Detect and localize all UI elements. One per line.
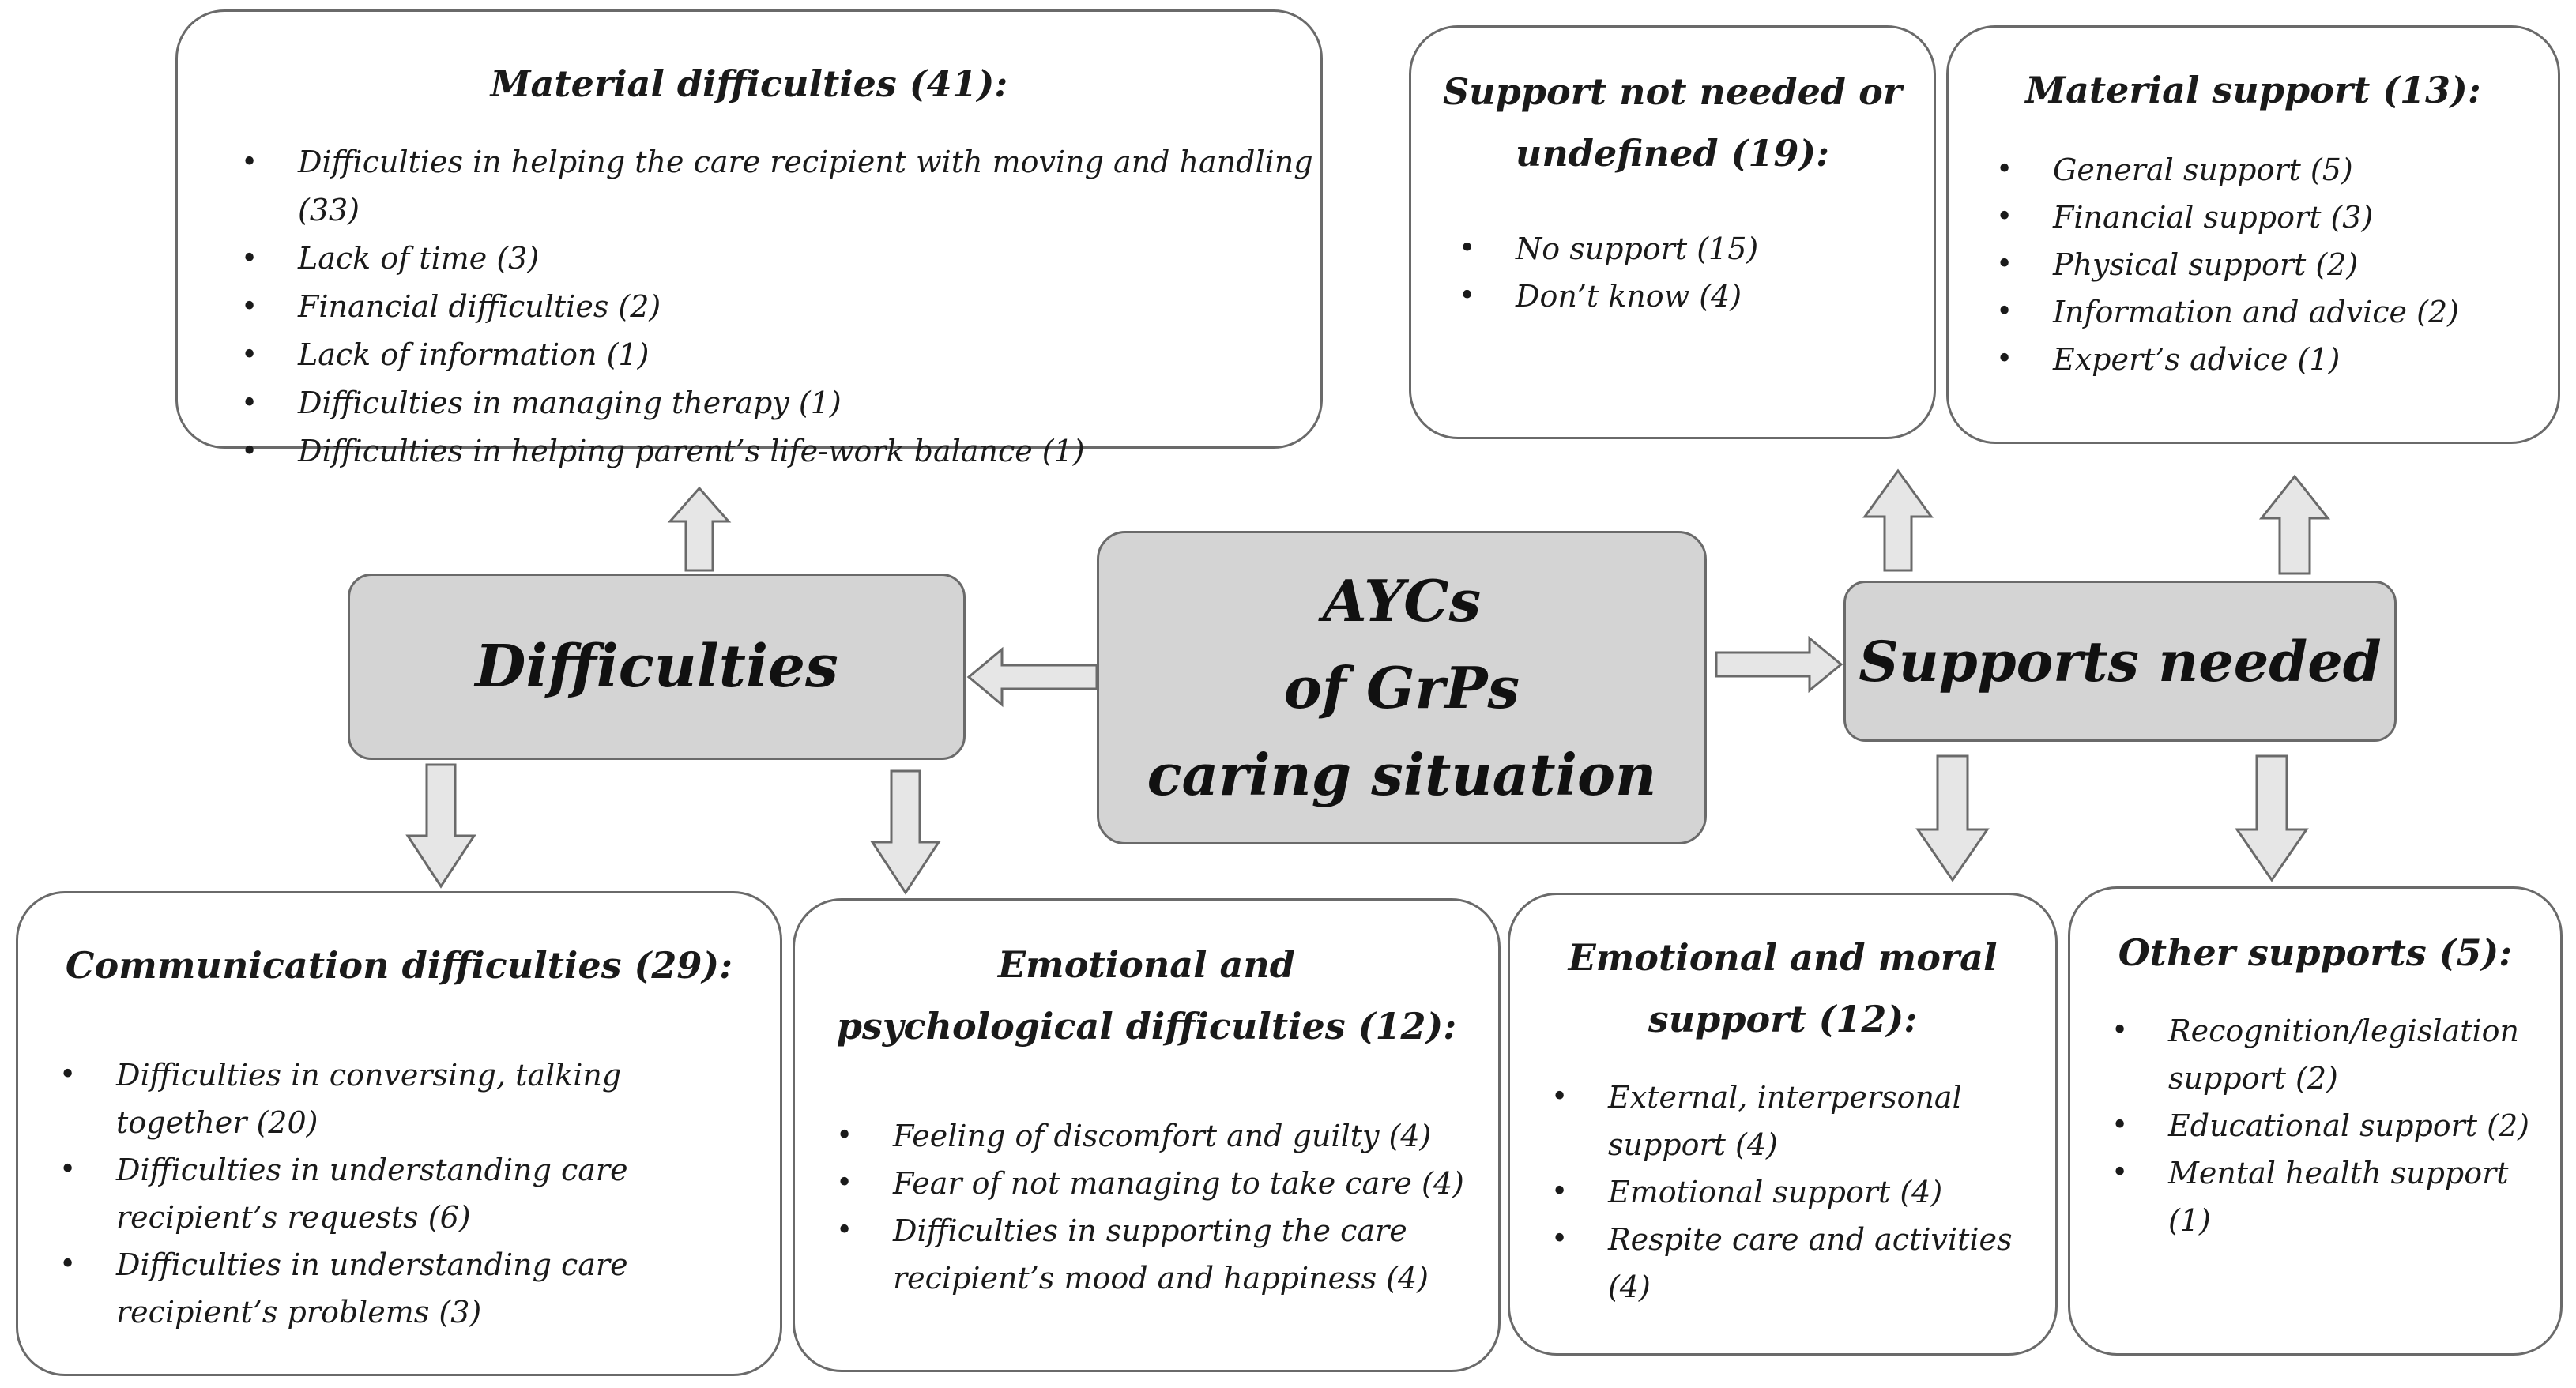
list-item: Don’t know (4) — [1459, 273, 1925, 320]
arrow-down-other-supports — [2235, 754, 2309, 882]
support-not-needed-list: No support (15) Don’t know (4) — [1459, 225, 1925, 320]
material-difficulties-box: Material difficulties (41): Difficulties… — [175, 9, 1323, 476]
arrow-left-to-difficulties — [966, 646, 1098, 708]
other-supports-title: Other supports (5): — [2118, 931, 2513, 974]
supports-needed-node: Supports needed — [1843, 581, 2397, 742]
list-item: External, interpersonal support (4) — [1551, 1074, 2049, 1168]
list-item: Educational support (2) — [2111, 1102, 2554, 1149]
difficulties-label: Difficulties — [475, 633, 838, 701]
list-item: Feeling of discomfort and guilty (4) — [836, 1112, 1484, 1160]
material-support-list: General support (5) Financial support (3… — [1996, 146, 2549, 383]
communication-difficulties-list: Difficulties in conversing, talking toge… — [59, 1051, 755, 1336]
list-item: General support (5) — [1996, 146, 2549, 194]
list-item: Emotional support (4) — [1551, 1168, 2049, 1216]
list-item: Difficulties in managing therapy (1) — [241, 379, 1316, 427]
other-supports-list: Recognition/legislation support (2) Educ… — [2111, 1007, 2554, 1244]
list-item: Difficulties in conversing, talking toge… — [59, 1051, 755, 1146]
list-item: Difficulties in understanding care recip… — [59, 1146, 755, 1241]
list-item: Financial difficulties (2) — [241, 283, 1316, 331]
list-item: Lack of time (3) — [241, 235, 1316, 283]
list-item: Fear of not managing to take care (4) — [836, 1160, 1484, 1207]
material-difficulties-title: Material difficulties (41): — [490, 62, 1008, 105]
arrow-down-emotional-difficulties — [870, 769, 941, 895]
communication-difficulties-title: Communication difficulties (29): — [65, 944, 733, 987]
list-item: Information and advice (2) — [1996, 288, 2549, 336]
list-item: Difficulties in understanding care recip… — [59, 1241, 755, 1336]
arrow-up-material-support — [2258, 474, 2331, 575]
other-supports-box: Other supports (5): Recognition/legislat… — [2068, 886, 2563, 1356]
list-item: Mental health support (1) — [2111, 1149, 2554, 1244]
list-item: Recognition/legislation support (2) — [2111, 1007, 2554, 1102]
emotional-moral-support-list: External, interpersonal support (4) Emot… — [1551, 1074, 2049, 1311]
emotional-moral-support-box: Emotional and moral support (12): Extern… — [1508, 893, 2058, 1356]
material-support-title: Material support (13): — [2025, 69, 2481, 111]
arrow-up-support-not-needed — [1862, 468, 1934, 572]
support-not-needed-title: Support not needed or undefined (19): — [1442, 70, 1903, 175]
arrow-down-emotional-moral — [1915, 754, 1990, 882]
list-item: Difficulties in supporting the care reci… — [836, 1207, 1484, 1302]
emotional-difficulties-title: Emotional and psychological difficulties… — [836, 943, 1457, 1048]
list-item: Difficulties in helping the care recipie… — [241, 138, 1316, 235]
list-item: No support (15) — [1459, 225, 1925, 273]
emotional-difficulties-box: Emotional and psychological difficulties… — [793, 898, 1501, 1372]
communication-difficulties-box: Communication difficulties (29): Difficu… — [16, 891, 782, 1376]
list-item: Respite care and activities (4) — [1551, 1216, 2049, 1311]
list-item: Expert’s advice (1) — [1996, 336, 2549, 383]
arrow-down-communication — [405, 763, 476, 889]
arrow-right-to-supports — [1715, 635, 1843, 694]
center-line-3: caring situation — [1147, 740, 1657, 808]
material-support-box: Material support (13): General support (… — [1946, 25, 2560, 444]
support-not-needed-box: Support not needed or undefined (19): No… — [1409, 25, 1936, 439]
emotional-difficulties-list: Feeling of discomfort and guilty (4) Fea… — [836, 1112, 1484, 1302]
material-difficulties-list: Difficulties in helping the care recipie… — [241, 138, 1316, 476]
center-line-1: AYCs — [1322, 566, 1482, 634]
difficulties-node: Difficulties — [348, 574, 966, 760]
arrow-up-material-difficulties — [667, 486, 732, 572]
list-item: Lack of information (1) — [241, 331, 1316, 379]
list-item: Financial support (3) — [1996, 194, 2549, 241]
center-line-2: of GrPs — [1283, 653, 1520, 721]
list-item: Physical support (2) — [1996, 241, 2549, 288]
center-node: AYCs of GrPs caring situation — [1097, 531, 1707, 844]
list-item: Difficulties in helping parent’s life-wo… — [241, 427, 1316, 476]
supports-needed-label: Supports needed — [1859, 628, 2382, 694]
emotional-moral-support-title: Emotional and moral support (12): — [1568, 936, 1998, 1040]
